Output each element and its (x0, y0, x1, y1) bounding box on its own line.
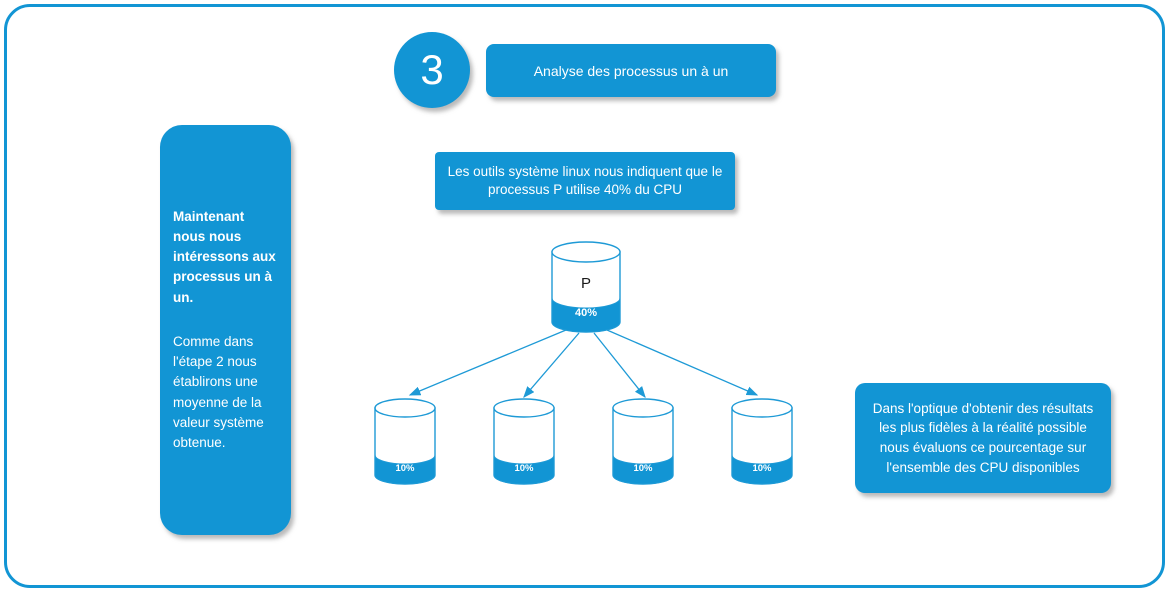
step-title-label: Analyse des processus un à un (533, 62, 729, 79)
linux-tools-callout-text: Les outils système linux nous indiquent … (447, 163, 723, 197)
arrow-to-cpu-1 (408, 329, 567, 396)
arrow-to-cpu-2 (523, 332, 580, 398)
cpu-2-usage: 10% (514, 463, 534, 474)
cpu-3-usage: 10% (633, 463, 653, 474)
cpu-1-usage: 10% (395, 463, 415, 474)
cpu-cylinder-2: 10% (493, 398, 555, 485)
arrow-to-cpu-4 (606, 329, 759, 396)
cpu-cylinder-1: 10% (374, 398, 436, 485)
cpu-4-usage: 10% (752, 463, 772, 474)
process-label: P (581, 275, 591, 292)
step-title-bar: Analyse des processus un à un (486, 44, 776, 97)
fanout-arrows (408, 329, 759, 399)
step-number-badge: 3 (394, 32, 470, 108)
accuracy-callout-text: Dans l'optique d'obtenir des résultats l… (872, 400, 1094, 475)
cpu-cylinder-3: 10% (612, 398, 674, 485)
process-cylinder: P 40% (551, 241, 621, 333)
cpu-cylinder-4: 10% (731, 398, 793, 485)
accuracy-callout: Dans l'optique d'obtenir des résultats l… (855, 383, 1111, 493)
arrow-to-cpu-3 (593, 332, 646, 399)
step-number: 3 (420, 46, 444, 93)
process-cpu-usage: 40% (575, 307, 597, 319)
linux-tools-callout: Les outils système linux nous indiquent … (435, 152, 735, 210)
left-note-detail: Comme dans l'étape 2 nous établirons une… (173, 333, 264, 451)
left-note-panel: Maintenant nous nous intéressons aux pro… (160, 125, 291, 535)
left-note-intro: Maintenant nous nous intéressons aux pro… (173, 208, 276, 305)
